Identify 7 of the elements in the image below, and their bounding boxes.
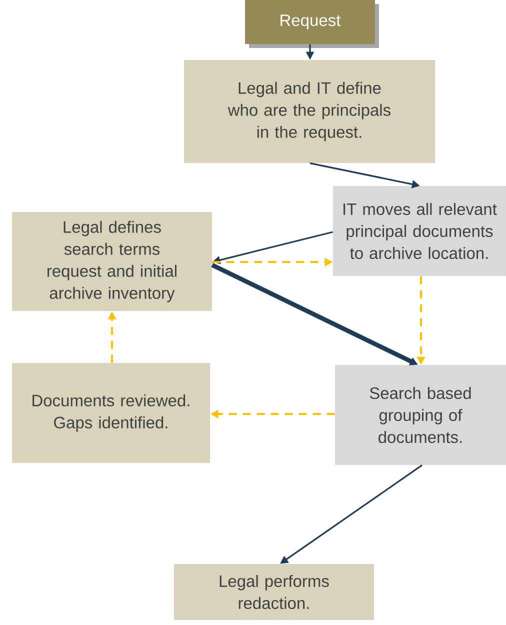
process-box: Legal defines search terms request and initial archive inventory — [12, 212, 212, 311]
request-box: Request — [245, 0, 379, 48]
process-box: Legal performs redaction. — [174, 564, 374, 620]
process-box: Documents reviewed. Gaps identified. — [12, 363, 210, 463]
process-box: Legal and IT define who are the principals in the request. — [184, 60, 435, 163]
process-box: IT moves all relevant principal documents to archive location. — [333, 186, 506, 276]
process-box: Search based grouping of documents. — [335, 365, 506, 465]
